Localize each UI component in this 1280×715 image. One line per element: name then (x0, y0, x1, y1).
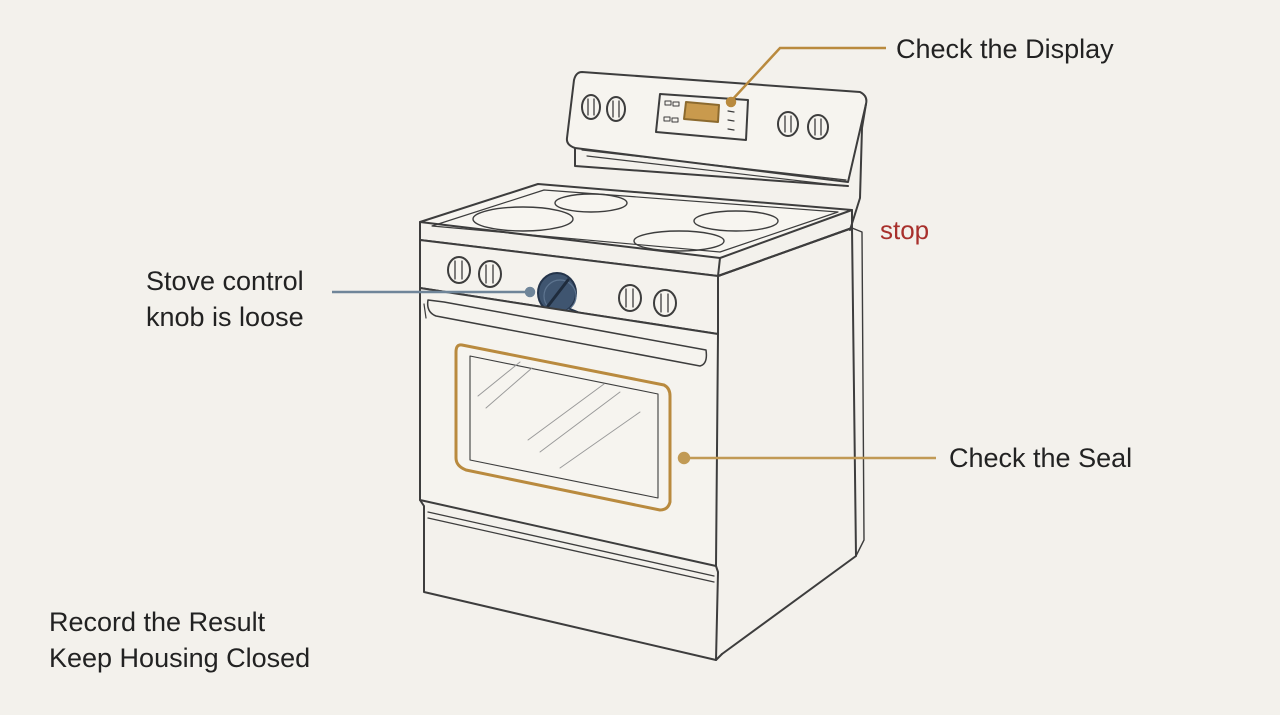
oven-window-seal (454, 343, 672, 512)
backsplash-right-knobs (777, 111, 829, 140)
keep-housing-closed-text: Keep Housing Closed (49, 643, 311, 673)
seal-callout-line (677, 451, 936, 465)
display-callout-line (725, 46, 886, 108)
backsplash-left-knobs (581, 94, 626, 122)
check-display-label: Check the Display (896, 34, 1114, 64)
knob-callout-line (332, 286, 536, 298)
knob-loose-label-line1: Stove control (146, 266, 304, 296)
check-seal-label: Check the Seal (949, 443, 1133, 473)
stove-side-panel (717, 227, 865, 655)
knob-loose-label-line2: knob is loose (146, 302, 304, 332)
cooktop (419, 183, 853, 277)
instructions-note: Record the Result Keep Housing Closed (49, 604, 310, 676)
knob-loose-label: Stove control knob is loose (146, 263, 304, 335)
stop-label: stop (880, 215, 930, 245)
oven-display (655, 93, 749, 141)
record-result-text: Record the Result (49, 607, 266, 637)
storage-drawer (419, 499, 723, 661)
